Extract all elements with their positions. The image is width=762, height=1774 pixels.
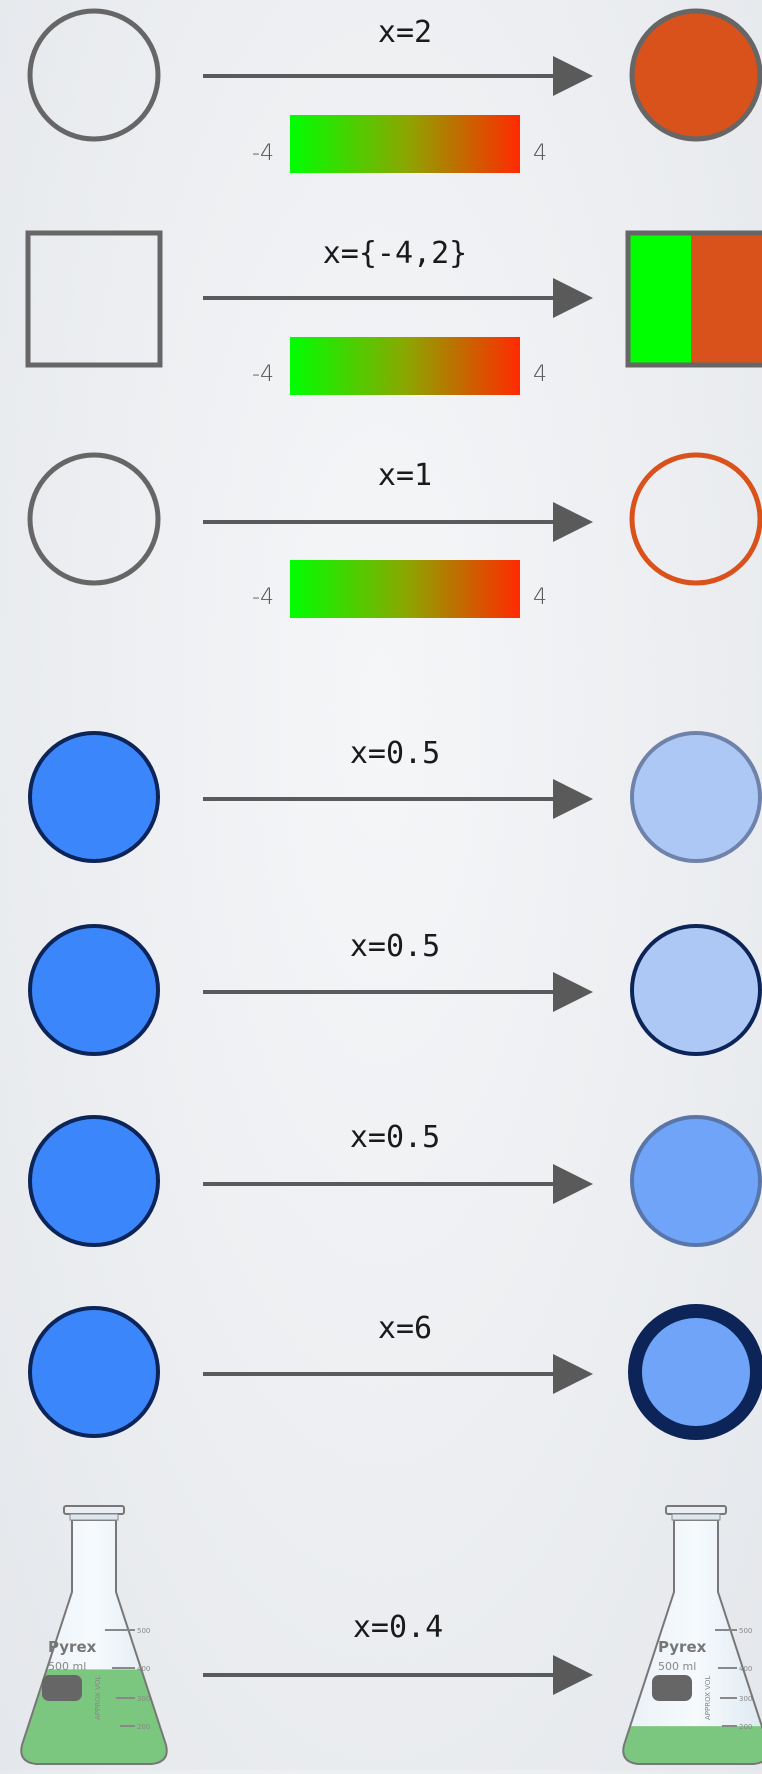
- flask-capacity: 500 ml: [658, 1660, 696, 1673]
- split-high-half: [691, 233, 762, 365]
- input-circle-blue: [28, 924, 160, 1056]
- row-label: x={-4,2}: [323, 236, 468, 271]
- output-flask: Pyrex 500 ml APPROX VOL 500 400 300 200: [622, 1505, 762, 1765]
- row-8: Pyrex 500 ml APPROX VOL 500 400 300 200 …: [20, 1505, 762, 1765]
- grad-label: 200: [137, 1723, 150, 1731]
- grad-label: 300: [739, 1695, 752, 1703]
- colorbar-max-label: 4: [533, 585, 547, 610]
- colorbar-min-label: -4: [252, 585, 274, 610]
- flask-neck-band: [69, 1513, 119, 1521]
- colorbar-max-label: 4: [533, 141, 547, 166]
- input-circle-blue: [28, 1306, 160, 1438]
- input-circle-blue: [28, 731, 160, 863]
- row-1: x=2 -4 4: [27, 8, 762, 173]
- flask-rim: [63, 1505, 125, 1515]
- colorbar-max-label: 4: [533, 362, 547, 387]
- grad-label: 400: [137, 1665, 150, 1673]
- output-circle-half-faded: [630, 1115, 762, 1247]
- row-label: x=2: [378, 15, 432, 50]
- flask-liquid: [623, 1726, 762, 1764]
- colorbar: [290, 560, 520, 618]
- output-square-split: [625, 230, 762, 368]
- row-4: x=0.5: [28, 731, 762, 863]
- output-circle-orange-fill: [629, 8, 762, 142]
- output-circle-faded-fill: [630, 924, 762, 1056]
- flask-rim: [665, 1505, 727, 1515]
- input-square-empty: [25, 230, 163, 368]
- row-label: x=0.5: [350, 929, 440, 964]
- flask-brand: Pyrex: [48, 1638, 97, 1656]
- flask-neck-band: [671, 1513, 721, 1521]
- grad-label: 500: [739, 1627, 752, 1635]
- flask-glass: [623, 1520, 762, 1764]
- flask-approx-label: APPROX VOL: [704, 1676, 712, 1720]
- row-label: x=1: [378, 458, 432, 493]
- row-7: x=6: [28, 1304, 762, 1440]
- flask-outline: [622, 1519, 762, 1765]
- row-label: x=0.5: [350, 736, 440, 771]
- split-square-border: [625, 230, 762, 368]
- row-5: x=0.5: [28, 924, 762, 1056]
- row-label: x=0.5: [350, 1120, 440, 1155]
- colorbar: [290, 337, 520, 395]
- colorbar-min-label: -4: [252, 141, 274, 166]
- grad-label: 200: [739, 1723, 752, 1731]
- output-circle-faded-fill-and-stroke: [630, 731, 762, 863]
- input-circle-empty: [27, 8, 161, 142]
- flask-brand: Pyrex: [658, 1638, 707, 1656]
- output-circle-thick-stroke: [628, 1304, 762, 1440]
- grad-label: 500: [137, 1627, 150, 1635]
- output-circle-orange-stroke: [629, 452, 762, 586]
- row-3: x=1 -4 4: [27, 452, 762, 618]
- split-low-half: [628, 233, 691, 365]
- grad-label: 300: [137, 1695, 150, 1703]
- flask-approx-label: APPROX VOL: [94, 1676, 102, 1720]
- flask-label-patch: [652, 1675, 692, 1701]
- row-label: x=0.4: [353, 1610, 443, 1645]
- colorbar-min-label: -4: [252, 362, 274, 387]
- input-flask: Pyrex 500 ml APPROX VOL 500 400 300 200: [20, 1505, 168, 1765]
- row-6: x=0.5: [28, 1115, 762, 1247]
- flask-outline: [20, 1519, 168, 1765]
- row-2: x={-4,2} -4 4: [25, 230, 762, 395]
- flask-label-patch: [42, 1675, 82, 1701]
- input-circle-empty: [27, 452, 161, 586]
- grad-label: 400: [739, 1665, 752, 1673]
- input-circle-blue: [28, 1115, 160, 1247]
- flask-capacity: 500 ml: [48, 1660, 86, 1673]
- colorbar: [290, 115, 520, 173]
- row-label: x=6: [378, 1311, 432, 1346]
